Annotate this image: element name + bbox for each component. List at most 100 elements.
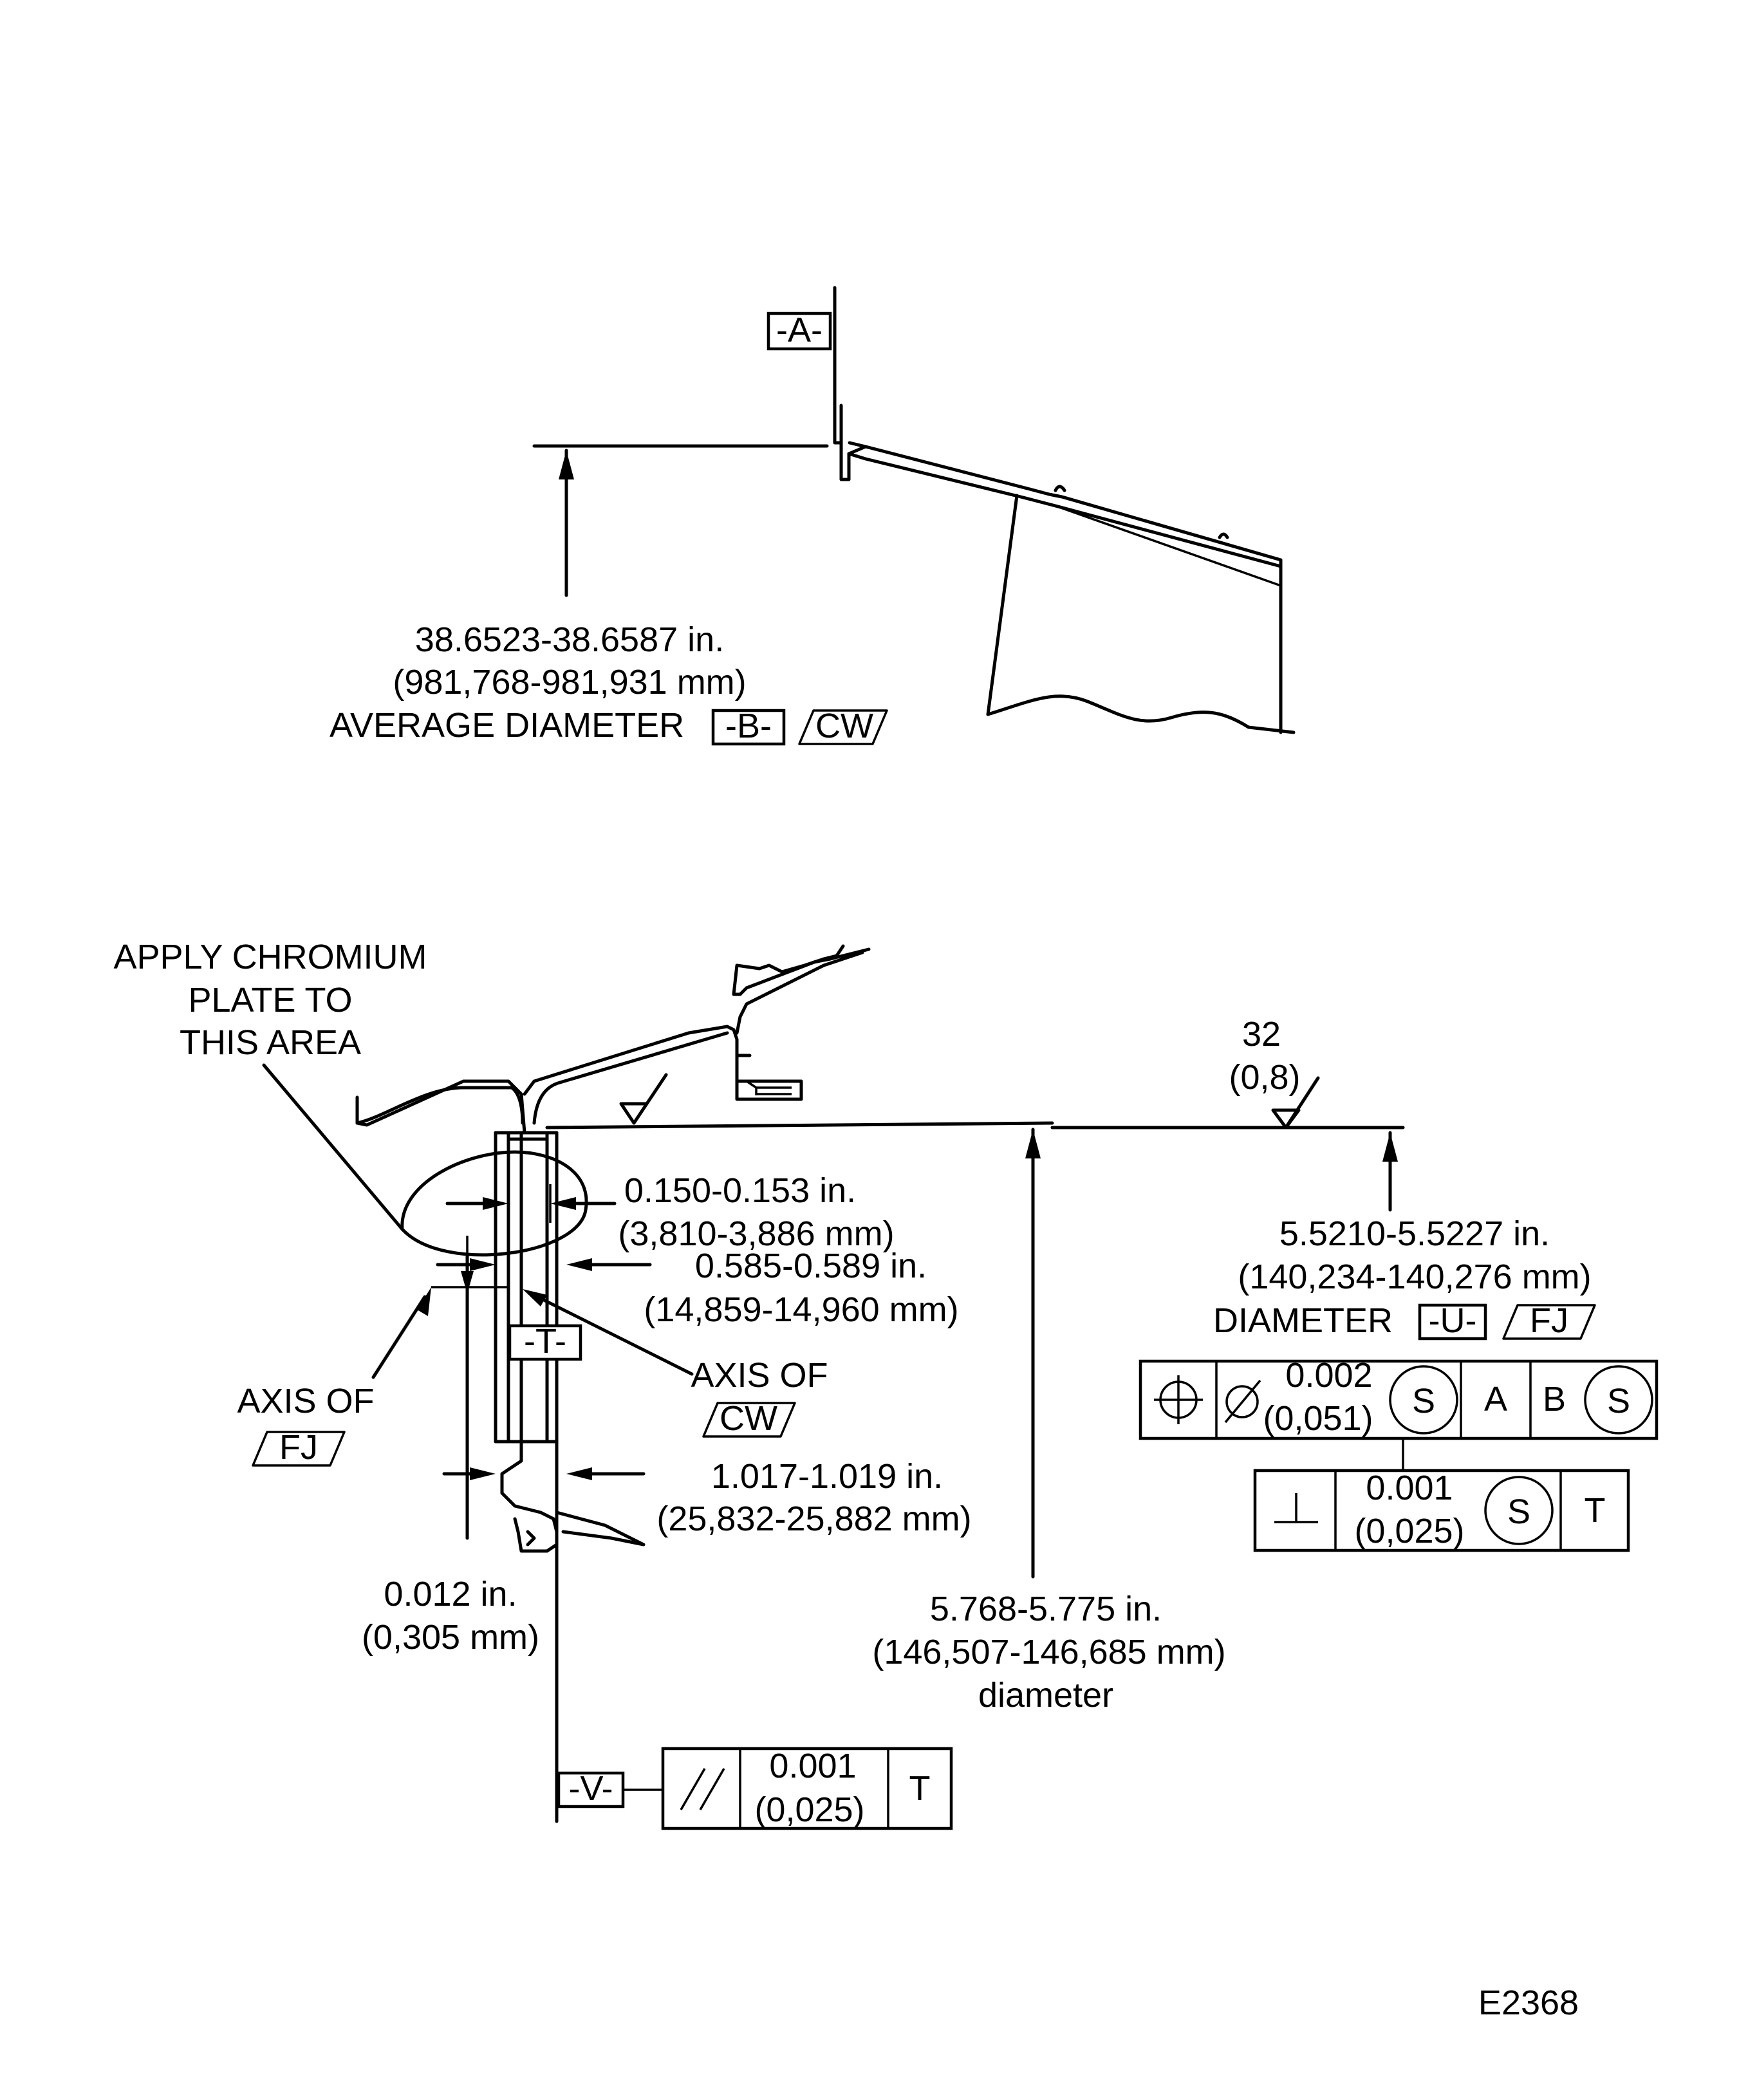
shroud-bump-2	[1218, 532, 1229, 539]
fcf-perp: 0.001 (0,025) S T	[1253, 1469, 1630, 1552]
datum-u-box	[1418, 1303, 1487, 1341]
ref-fj-parallelogram	[252, 1431, 346, 1467]
dim-arrowhead	[559, 451, 574, 479]
fcf-perp-tol-mm: (0,025)	[1354, 1512, 1464, 1550]
dim2-in: 0.585-0.589 in.	[695, 1247, 927, 1285]
parallelism-symbol-icon	[680, 1768, 725, 1810]
ref-fj-label: FJ	[279, 1428, 318, 1467]
ref-cw-parallelogram	[798, 709, 888, 745]
seal-lower-lobe	[500, 1440, 559, 1534]
dim2-right-arrowhead	[566, 1258, 592, 1271]
housing-outline-2	[355, 1031, 729, 1125]
datum-a-label: -A-	[776, 311, 823, 349]
mod-circle-1	[1389, 1365, 1458, 1435]
note-line-3: THIS AREA	[180, 1023, 361, 1062]
shroud-bump	[1054, 485, 1066, 492]
avg-diameter-label: AVERAGE DIAMETER	[330, 706, 684, 745]
dim3-mm: (25,832-25,882 mm)	[656, 1500, 971, 1538]
seal-tail	[555, 1510, 646, 1547]
fcf-perp-datum: T	[1585, 1491, 1606, 1530]
dim2-mm: (14,859-14,960 mm)	[644, 1290, 958, 1329]
note-line-1: APPLY CHROMIUM	[113, 938, 427, 976]
note-line-2: PLATE TO	[188, 981, 352, 1019]
small-flange-detail	[746, 1080, 792, 1095]
blade-leading-edge	[986, 494, 1019, 716]
diameter-1-arrowhead	[1025, 1129, 1041, 1158]
blade-break-line	[986, 694, 1296, 734]
diameter-2-in: 5.5210-5.5227 in.	[1279, 1214, 1550, 1253]
fcf-position-mod1: S	[1412, 1382, 1435, 1420]
fcf-position: 0.002 (0,051) S A B S	[1139, 1356, 1659, 1440]
seal-lower-mark	[526, 1530, 536, 1547]
ref-cw-label-2: CW	[720, 1399, 777, 1438]
seal-ring-caps	[494, 1131, 559, 1444]
dim1-in: 0.150-0.153 in.	[624, 1171, 856, 1210]
dim3-right-arrowhead	[566, 1467, 592, 1480]
fcf-parallel-datum: T	[909, 1769, 931, 1808]
upper-lip	[735, 947, 871, 1035]
fcf-parallel-tol: 0.001	[769, 1747, 856, 1785]
note-leader	[262, 1063, 404, 1231]
finish-value: 32	[1242, 1015, 1281, 1054]
axis-cw-label: AXIS OF	[691, 1356, 828, 1395]
datum-b-box	[711, 709, 786, 746]
fcf-perp-frame	[1253, 1469, 1630, 1552]
dim3-left-arrowhead	[470, 1467, 496, 1480]
avg-diameter-in: 38.6523-38.6587 in.	[415, 620, 724, 659]
diameter-2-label: DIAMETER	[1213, 1301, 1393, 1340]
surface-finish-symbol-2	[1271, 1076, 1320, 1129]
avg-diameter-mm: (981,768-981,931 mm)	[393, 663, 746, 702]
seal-lower-tab	[513, 1517, 559, 1553]
ref-fj-label-2: FJ	[1530, 1301, 1568, 1340]
ref-cw-parallelogram-2	[702, 1402, 796, 1438]
dim3-in: 1.017-1.019 in.	[711, 1457, 943, 1496]
fcf-parallel-tol-mm: (0,025)	[754, 1790, 864, 1829]
small-flange	[735, 1037, 803, 1101]
finish-metric: (0,8)	[1229, 1058, 1300, 1097]
axis-fj-label: AXIS OF	[237, 1382, 374, 1420]
blade-band	[1055, 505, 1281, 587]
fcf-position-mod2: S	[1607, 1382, 1630, 1420]
datum-u-label: -U-	[1429, 1301, 1477, 1340]
upper-lip-2	[732, 944, 845, 996]
upper-view: -A- 38.6523-38.6587 in. (981,768-981,931…	[330, 286, 1296, 746]
diameter-1-in: 5.768-5.775 in.	[930, 1590, 1162, 1628]
ref-cw-label: CW	[815, 707, 873, 745]
datum-v-box	[557, 1771, 625, 1808]
fcf-parallel: 0.001 (0,025) T	[661, 1747, 953, 1830]
ref-fj-parallelogram-2	[1502, 1304, 1596, 1340]
mod-circle-3	[1484, 1476, 1554, 1545]
offset-in: 0.012 in.	[384, 1575, 517, 1613]
datum-t-box	[508, 1324, 582, 1361]
offset-arrowhead	[461, 1271, 474, 1294]
diameter-symbol-icon	[1224, 1379, 1261, 1424]
blade-profile	[833, 404, 1283, 734]
offset-mm: (0,305 mm)	[362, 1618, 539, 1657]
fcf-position-datum2: B	[1543, 1380, 1566, 1418]
dim1-right-arrowhead	[550, 1197, 576, 1210]
fcf-parallel-frame	[661, 1747, 953, 1830]
datum-b-label: -B-	[725, 707, 772, 745]
fcf-position-frame	[1139, 1359, 1659, 1440]
diameter-1-label: diameter	[978, 1676, 1113, 1714]
dim1-left-arrowhead	[483, 1197, 508, 1210]
fcf-position-tol-mm: (0,051)	[1263, 1399, 1373, 1438]
chromium-area-loop	[400, 1150, 588, 1257]
surface-reference-line	[545, 1121, 1054, 1129]
axis-cw-leader	[529, 1292, 694, 1376]
diameter-2-mm: (140,234-140,276 mm)	[1238, 1258, 1591, 1296]
axis-fj-arrowhead	[417, 1287, 431, 1316]
position-symbol-icon	[1154, 1375, 1203, 1424]
axis-fj-leader	[371, 1295, 427, 1379]
fcf-perp-tol: 0.001	[1366, 1469, 1453, 1507]
surface-finish-symbol-1	[619, 1073, 668, 1125]
lower-view: APPLY CHROMIUM PLATE TO THIS AREA 32 (0,…	[113, 938, 1659, 1830]
fcf-perp-mod: S	[1507, 1492, 1530, 1531]
axis-cw-arrowhead	[523, 1289, 547, 1306]
dim1-mm: (3,810-3,886 mm)	[618, 1214, 894, 1253]
diameter-2-arrowhead	[1382, 1133, 1398, 1162]
fcf-position-tol: 0.002	[1285, 1356, 1372, 1395]
mod-circle-2	[1584, 1365, 1653, 1435]
blade-profile-inner	[839, 404, 1283, 568]
